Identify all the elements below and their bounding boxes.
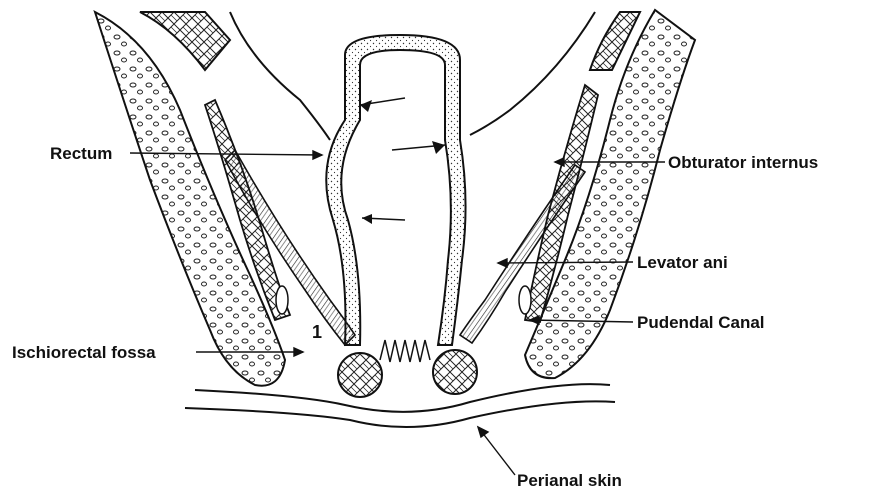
perianal-skin-outline (195, 384, 610, 412)
label-levator-ani: Levator ani (637, 254, 728, 271)
label-ischiorectal-fossa: Ischiorectal fossa (12, 344, 156, 361)
left-sphincter (338, 353, 382, 397)
region-number: 1 (312, 323, 322, 341)
label-obturator-internus: Obturator internus (668, 154, 818, 171)
label-pudendal-canal: Pudendal Canal (637, 314, 765, 331)
right-sphincter (433, 350, 477, 394)
right-pudendal-canal (519, 286, 531, 314)
left-pudendal-canal (276, 286, 288, 314)
label-rectum: Rectum (50, 145, 112, 162)
perianal-skin-inner (185, 401, 615, 427)
label-perianal-skin: Perianal skin (517, 472, 622, 489)
left-pelvic-wall (95, 12, 330, 386)
rectum-wall (326, 35, 465, 362)
